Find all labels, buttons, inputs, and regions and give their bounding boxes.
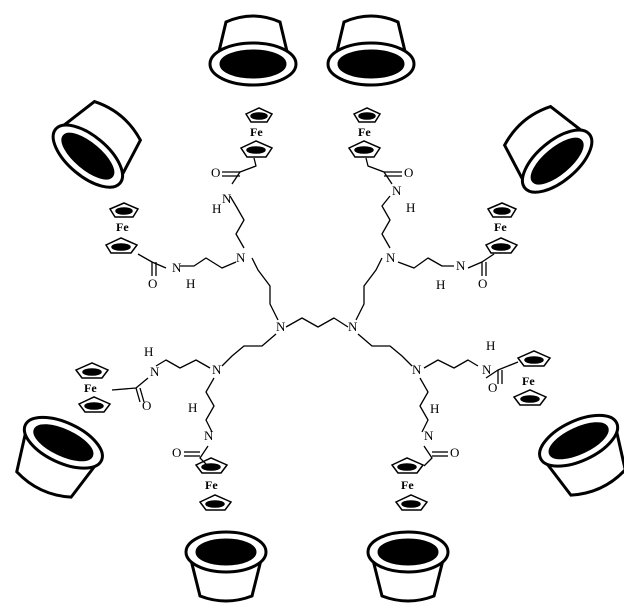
iron-atom-label: Fe bbox=[116, 220, 129, 234]
cyclodextrin-cup-1 bbox=[208, 14, 298, 87]
iron-atom-label: Fe bbox=[522, 374, 535, 388]
hydrogen-atom-label: H bbox=[430, 401, 439, 416]
oxygen-atom-label: O bbox=[148, 276, 157, 291]
oxygen-atom-label: O bbox=[142, 398, 151, 413]
bond-network bbox=[111, 157, 519, 467]
ferrocene-4 bbox=[512, 350, 552, 406]
ferrocene-8 bbox=[104, 202, 140, 254]
nitrogen-atom-label: N bbox=[424, 428, 434, 443]
nitrogen-atom-label: N bbox=[172, 260, 182, 275]
nitrogen-atom-label: N bbox=[222, 191, 232, 206]
nitrogen-atom-label: N bbox=[150, 364, 160, 379]
nitrogen-atom-label: N bbox=[204, 428, 214, 443]
cyclodextrin-cup-3 bbox=[502, 104, 594, 194]
iron-atom-label: Fe bbox=[494, 220, 507, 234]
iron-atom-label: Fe bbox=[401, 478, 414, 492]
hydrogen-atom-label: H bbox=[486, 338, 495, 353]
ferrocene-7 bbox=[74, 362, 112, 413]
oxygen-atom-label: O bbox=[450, 445, 459, 460]
cyclodextrin-cup-8 bbox=[51, 99, 143, 189]
hydrogen-atom-label: H bbox=[186, 276, 195, 291]
hydrogen-atom-label: H bbox=[212, 201, 221, 216]
hydrogen-atom-label: H bbox=[144, 344, 153, 359]
ferrocene-2 bbox=[347, 107, 382, 158]
cyclodextrin-cups bbox=[15, 14, 624, 603]
ferrocene-3 bbox=[484, 202, 519, 254]
nitrogen-atom-label: N bbox=[386, 250, 396, 265]
oxygen-atom-label: O bbox=[404, 165, 413, 180]
iron-atom-label: Fe bbox=[84, 381, 97, 395]
hydrogen-atom-label: H bbox=[436, 277, 445, 292]
cyclodextrin-cup-2 bbox=[326, 14, 416, 87]
oxygen-atom-label: O bbox=[172, 445, 181, 460]
hydrogen-atom-label: H bbox=[406, 200, 415, 215]
ferrocene-5 bbox=[390, 457, 429, 511]
nitrogen-atom-label: N bbox=[482, 362, 492, 377]
iron-atom-label: Fe bbox=[205, 478, 218, 492]
nitrogen-atom-label: N bbox=[392, 183, 402, 198]
nitrogen-atom-label: N bbox=[236, 250, 246, 265]
nitrogen-atom-label: N bbox=[212, 362, 222, 377]
cyclodextrin-cup-4 bbox=[538, 413, 624, 497]
nitrogen-atom-label: N bbox=[348, 319, 358, 334]
iron-atom-label: Fe bbox=[250, 125, 263, 139]
hydrogen-atom-label: H bbox=[188, 400, 197, 415]
nitrogen-atom-label: N bbox=[412, 362, 422, 377]
oxygen-atom-label: O bbox=[488, 380, 497, 395]
nitrogen-atom-label: N bbox=[456, 258, 466, 273]
ferrocene-units bbox=[74, 107, 552, 511]
cyclodextrin-cup-5 bbox=[366, 530, 450, 603]
iron-atom-label: Fe bbox=[358, 125, 371, 139]
cyclodextrin-cup-6 bbox=[184, 530, 268, 603]
oxygen-atom-label: O bbox=[478, 276, 487, 291]
cyclodextrin-cup-7 bbox=[15, 415, 104, 499]
oxygen-atom-label: O bbox=[211, 165, 220, 180]
ferrocene-1 bbox=[239, 107, 274, 158]
nitrogen-atom-label: N bbox=[276, 319, 286, 334]
